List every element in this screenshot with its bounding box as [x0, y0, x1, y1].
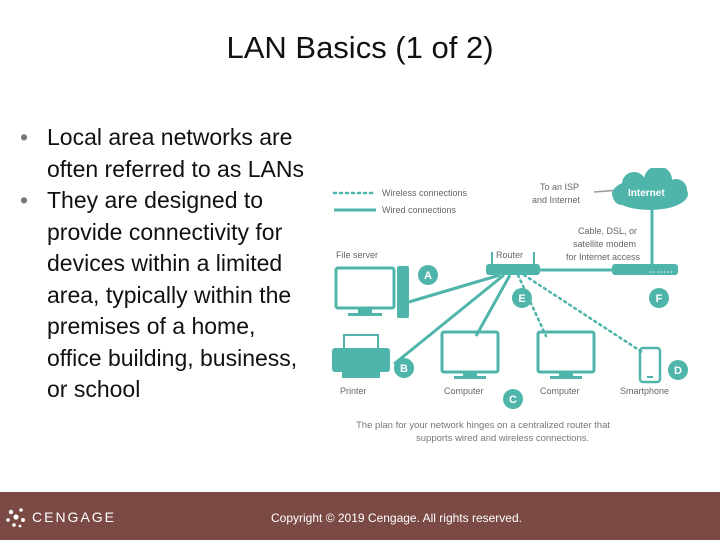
isp-label-line2: and Internet [532, 195, 581, 205]
network-diagram: Wireless connections Wired connections T… [332, 168, 688, 444]
modem-label-line2: satellite modem [573, 239, 636, 249]
footer-bar: CENGAGE Copyright © 2019 Cengage. All ri… [0, 492, 720, 540]
router-icon [486, 252, 540, 275]
computer-c-icon [440, 330, 500, 379]
diagram-caption-line2: supports wired and wireless connections. [416, 433, 589, 444]
svg-text:F: F [656, 293, 663, 305]
svg-text:E: E [518, 293, 525, 305]
modem-label-line1: Cable, DSL, or [578, 226, 637, 236]
computer-e-icon [536, 330, 596, 379]
wireless-link-d [522, 273, 644, 354]
file-server-computer-icon [334, 266, 409, 318]
wireless-link-e [516, 273, 548, 338]
bullet-dot: • [20, 187, 29, 213]
legend: Wireless connections Wired connections [332, 188, 468, 215]
cengage-logo-word: CENGAGE [32, 509, 117, 525]
bullet-item: • Local area networks are often referred … [20, 122, 310, 185]
marker-d: D [668, 360, 688, 380]
smartphone-icon [638, 346, 662, 384]
legend-wired-label: Wired connections [382, 205, 457, 215]
isp-label-line1: To an ISP [540, 182, 579, 192]
bullet-text: They are designed to provide connectivit… [47, 187, 298, 402]
smartphone-label: Smartphone [620, 386, 669, 396]
copyright-text: Copyright © 2019 Cengage. All rights res… [271, 511, 522, 525]
wired-link-b [393, 273, 505, 366]
computer-c-label: Computer [444, 386, 484, 396]
marker-c: C [503, 389, 523, 409]
marker-b: B [394, 358, 414, 378]
marker-a: A [418, 265, 438, 285]
wired-link-c [474, 274, 512, 337]
cengage-logo: CENGAGE [4, 504, 116, 530]
internet-label: Internet [628, 188, 665, 199]
modem-label-line3: for Internet access [566, 252, 641, 262]
svg-text:C: C [509, 394, 517, 406]
marker-f: F [649, 288, 669, 308]
printer-label: Printer [340, 386, 367, 396]
diagram-caption-line1: The plan for your network hinges on a ce… [356, 420, 610, 431]
marker-e: E [512, 288, 532, 308]
cengage-logo-mark-icon [6, 508, 25, 528]
router-label: Router [496, 250, 523, 260]
printer-icon [332, 334, 390, 378]
bullet-text: Local area networks are often referred t… [47, 124, 304, 182]
wired-link-a [401, 273, 501, 306]
svg-text:D: D [674, 365, 682, 377]
slide-title: LAN Basics (1 of 2) [226, 30, 494, 65]
legend-wireless-label: Wireless connections [382, 188, 468, 198]
modem-icon [612, 264, 678, 275]
computer-e-label: Computer [540, 386, 580, 396]
bullet-dot: • [20, 124, 29, 150]
file-server-label: File server [336, 250, 378, 260]
svg-text:B: B [400, 363, 408, 375]
internet-cloud-icon [612, 168, 688, 210]
svg-text:A: A [424, 270, 432, 282]
bullet-item: • They are designed to provide connectivi… [20, 185, 310, 406]
bullet-list: • Local area networks are often referred … [20, 122, 310, 406]
